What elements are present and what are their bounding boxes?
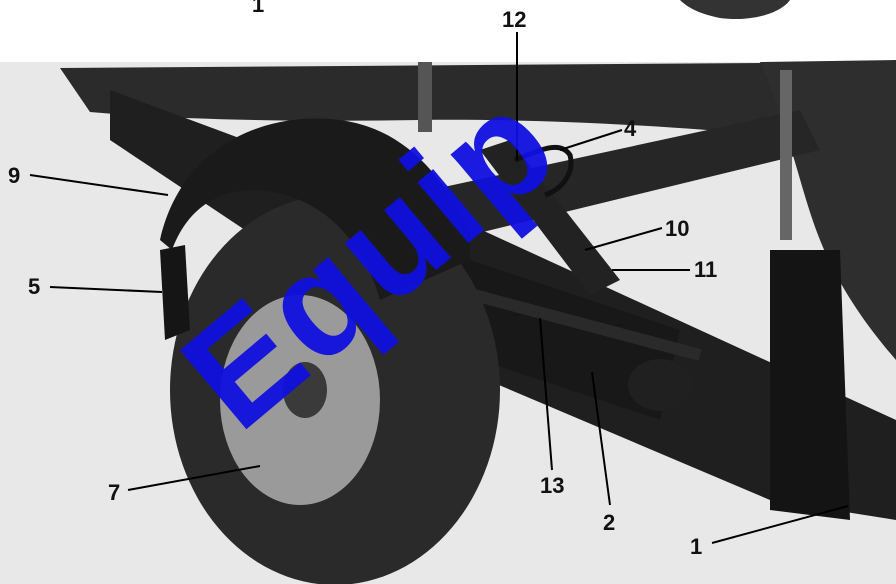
callout-1-top: 1: [252, 0, 265, 17]
mud-flap: [160, 245, 190, 340]
leader-9: [29, 174, 169, 196]
axle-hub: [628, 359, 692, 411]
callout-9: 9: [8, 163, 21, 188]
mount-plate: [770, 250, 850, 520]
callout-12: 12: [502, 7, 527, 32]
callout-11: 11: [694, 257, 718, 282]
callout-2: 2: [603, 510, 616, 535]
callout-5: 5: [28, 274, 41, 299]
leader-13: [539, 317, 553, 471]
callout-1-bottom: 1: [690, 534, 703, 559]
tank-underbody: [60, 62, 896, 150]
trailing-arm: [440, 250, 680, 420]
rim-center: [283, 362, 327, 418]
hydraulic-cylinder: [480, 140, 620, 295]
turnbuckle-right: [780, 70, 792, 240]
leader-4: [559, 129, 623, 151]
leader-2: [591, 371, 611, 506]
tie-rod: [453, 284, 702, 361]
hydraulic-hose: [514, 144, 574, 198]
callout-13: 13: [540, 473, 565, 498]
callout-7: 7: [108, 480, 121, 505]
tire-fragment-top: [680, 0, 790, 20]
leader-1-bottom: [711, 505, 849, 544]
turnbuckle-left: [418, 62, 432, 132]
wheel-fender: [160, 118, 470, 300]
leader-7: [127, 465, 261, 491]
callout-10: 10: [665, 216, 690, 241]
leader-10: [584, 227, 663, 251]
leader-5: [49, 286, 163, 293]
callout-4: 4: [624, 116, 637, 141]
